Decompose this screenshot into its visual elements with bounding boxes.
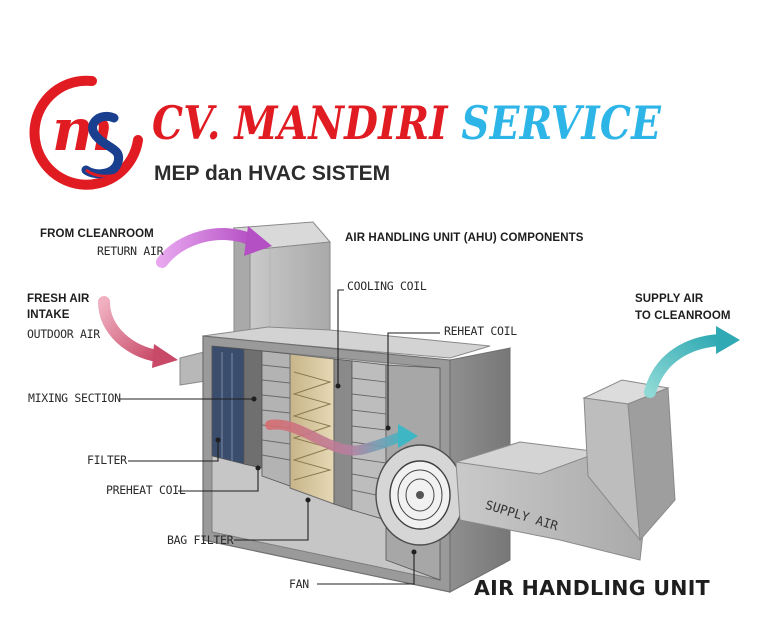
- reheat-coil-label: REHEAT COIL: [444, 324, 517, 338]
- fresh-air-label-line2: INTAKE: [27, 309, 70, 321]
- fresh-air-arrow: [98, 296, 178, 368]
- diagram-heading: AIR HANDLING UNIT (AHU) COMPONENTS: [345, 232, 584, 244]
- brand-logo: m: [29, 75, 143, 190]
- return-air-label-line1: FROM CLEANROOM: [40, 228, 154, 240]
- company-name-part2: SERVICE: [461, 96, 662, 151]
- return-air-label-line2: RETURN AIR: [97, 244, 164, 258]
- bag-filter-label: BAG FILTER: [167, 533, 234, 547]
- leader-lines: [120, 289, 440, 585]
- filter-label: FILTER: [87, 453, 127, 467]
- supply-air-duct: [455, 379, 676, 561]
- company-tagline: MEP dan HVAC SISTEM: [154, 162, 391, 185]
- return-air-arrow: [156, 226, 272, 268]
- internal-airflow-arrow: [265, 419, 418, 456]
- cooling-coil-label: COOLING COIL: [347, 279, 427, 293]
- supply-air-arrow: [644, 326, 740, 398]
- mixing-section-label: MIXING SECTION: [28, 391, 121, 405]
- svg-text:m: m: [52, 96, 113, 164]
- company-name-part1: CV. MANDIRI: [152, 96, 448, 151]
- fresh-air-label-line1: FRESH AIR: [27, 293, 90, 305]
- fresh-air-label-line3: OUTDOOR AIR: [27, 327, 100, 341]
- supply-air-label-line1: SUPPLY AIR: [635, 293, 704, 305]
- fan-unit: [375, 444, 465, 546]
- preheat-coil-label: PREHEAT COIL: [106, 483, 186, 497]
- company-name: CV. MANDIRI SERVICE: [152, 100, 661, 147]
- bag-filter-pleats: [292, 371, 332, 481]
- diagram-title: AIR HANDLING UNIT: [474, 576, 710, 600]
- fan-label: FAN: [289, 577, 309, 591]
- supply-air-label-line2: TO CLEANROOM: [635, 310, 731, 322]
